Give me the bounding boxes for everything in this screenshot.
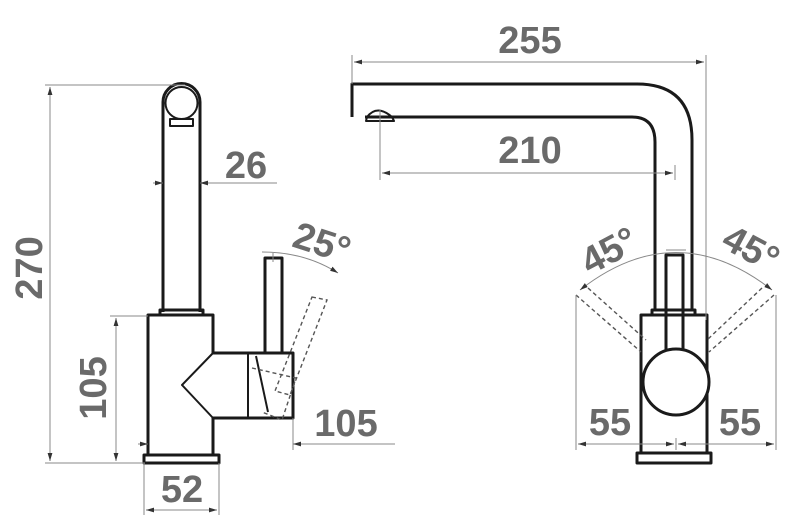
dim-25deg-label: 25° [288,215,356,273]
dim-55: 55 55 [575,295,777,450]
dim-45deg-right-label: 45° [715,217,785,281]
dim-105-horizontal-label: 105 [314,403,377,445]
side-faucet-outline [142,82,295,465]
dim-105-horizontal: 105 [138,403,395,450]
side-view: 270 105 26 105 52 25° [9,82,395,515]
dim-255-label: 255 [498,20,561,62]
front-faucet-outline [350,82,713,465]
dim-26-label: 26 [225,145,267,187]
dim-105-vertical: 105 [73,315,148,461]
dim-55-right-label: 55 [719,402,761,444]
dim-55-left-label: 55 [589,402,631,444]
dim-270: 270 [9,84,185,464]
dim-210: 210 [379,110,676,180]
dim-52-label: 52 [161,469,203,511]
dim-270-label: 270 [9,236,51,299]
dim-26: 26 [153,145,277,187]
dim-105-vertical-label: 105 [73,356,115,419]
dim-52: 52 [143,463,220,515]
dim-45deg-left-label: 45° [574,219,644,283]
dim-210-label: 210 [498,130,561,172]
front-lever-dashed-positions [575,287,775,353]
dim-25deg: 25° [261,215,356,274]
dim-255: 255 [351,20,707,320]
front-view: 255 210 45° 45° 55 55 [350,20,786,465]
side-lever-tilted-dashed [251,296,328,421]
